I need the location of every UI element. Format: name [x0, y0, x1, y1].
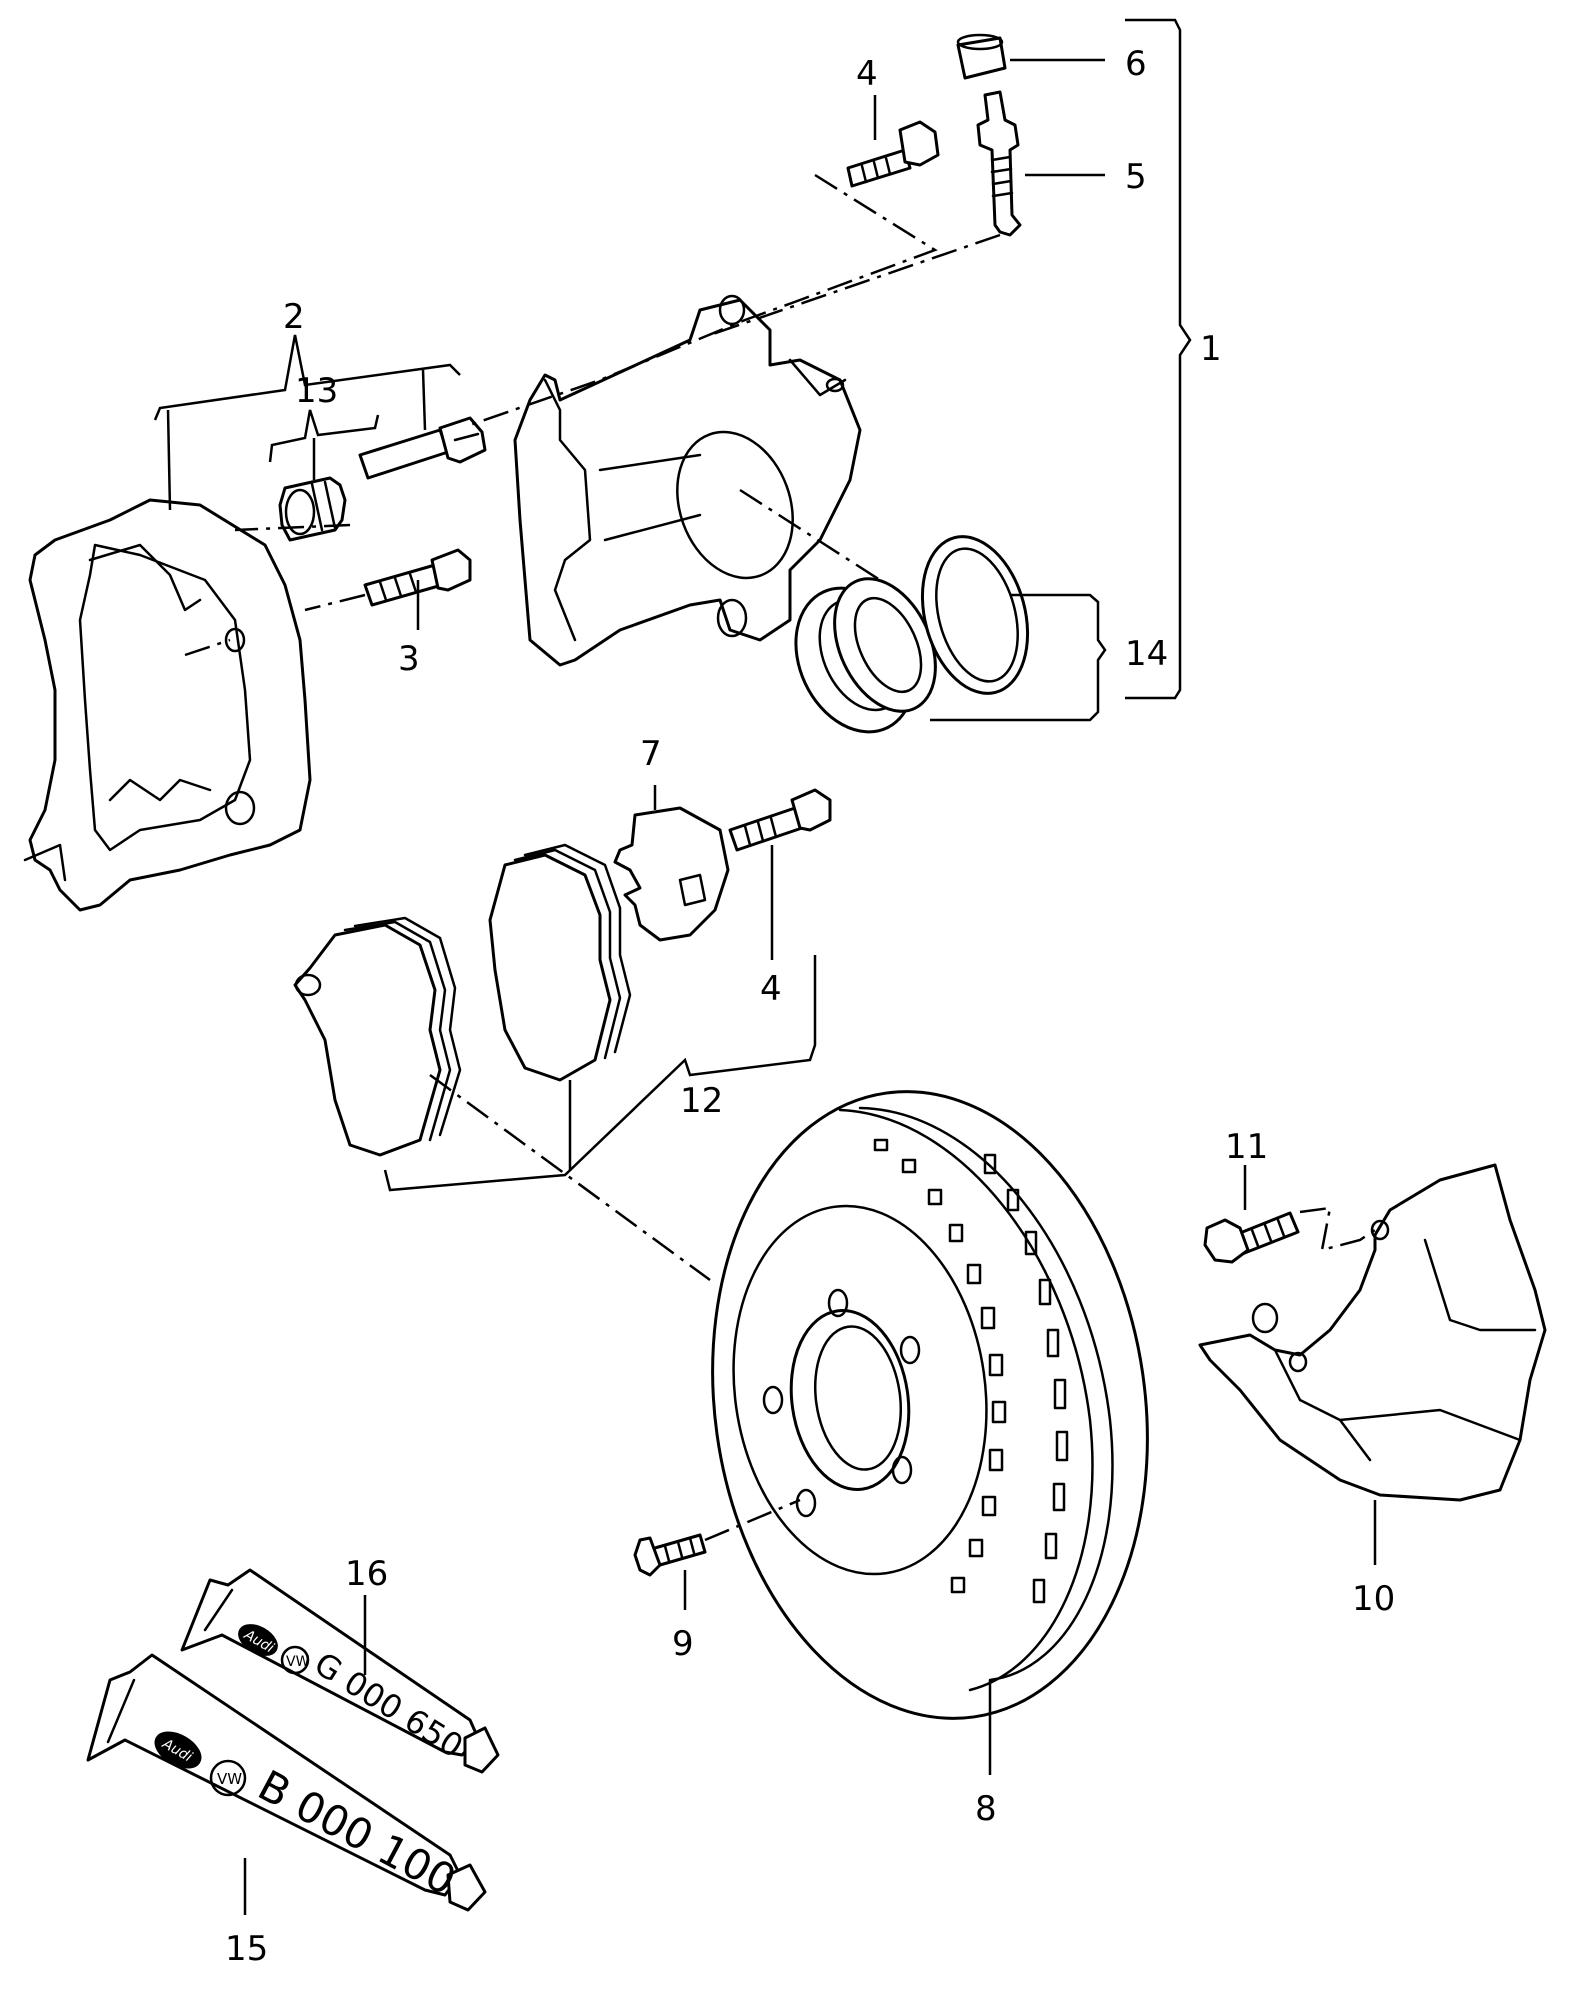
callout-4-middle: 4 [760, 969, 782, 1009]
housing-bolt-middle [728, 788, 832, 852]
piston-seal [794, 577, 937, 734]
bleeder-valve [976, 90, 1022, 237]
leader-lines [153, 18, 1377, 1915]
caliper-carrier [23, 498, 312, 912]
housing-bolt-top [846, 120, 940, 188]
callout-7: 7 [640, 734, 662, 774]
carrier-bolt [363, 548, 472, 607]
callout-14: 14 [1125, 634, 1168, 674]
splash-shield [1198, 1163, 1547, 1502]
guide-bolt [358, 416, 487, 480]
callout-2: 2 [283, 297, 305, 337]
assembly-lines [184, 173, 1376, 1542]
callout-16: 16 [345, 1554, 388, 1594]
callout-9: 9 [672, 1624, 694, 1664]
small-tube-vw-logo: VW [286, 1654, 310, 1670]
shield-bolt [1203, 1211, 1300, 1264]
brake-pad-inner [488, 843, 632, 1082]
callout-11: 11 [1225, 1127, 1268, 1167]
callout-13: 13 [295, 371, 338, 411]
anti-rattle-plate [613, 806, 730, 942]
callout-6: 6 [1125, 44, 1147, 84]
callout-numbers: 1 2 3 4 4 5 6 7 8 9 10 11 12 13 14 15 16 [225, 44, 1395, 1969]
callout-4-top: 4 [856, 54, 878, 94]
disc-retaining-screw [633, 1533, 707, 1577]
dust-boot-ring [920, 535, 1030, 695]
callout-3: 3 [398, 639, 420, 679]
caliper-housing [513, 294, 862, 667]
bleeder-cap [956, 33, 1007, 80]
brake-disc [711, 1090, 1149, 1720]
large-tube-logos: Audi VW B 000 100 [154, 1731, 464, 1906]
callout-1: 1 [1200, 329, 1222, 369]
callout-5: 5 [1125, 157, 1147, 197]
large-tube-code: B 000 100 [250, 1761, 464, 1906]
callout-10: 10 [1352, 1579, 1395, 1619]
callout-8: 8 [975, 1789, 997, 1829]
brake-pad-outer [293, 916, 462, 1157]
callout-15: 15 [225, 1929, 268, 1969]
large-tube-vw-logo: VW [217, 1770, 242, 1788]
callout-12: 12 [680, 1081, 723, 1121]
guide-sleeve [278, 476, 347, 542]
disc-vents [873, 1138, 1069, 1604]
